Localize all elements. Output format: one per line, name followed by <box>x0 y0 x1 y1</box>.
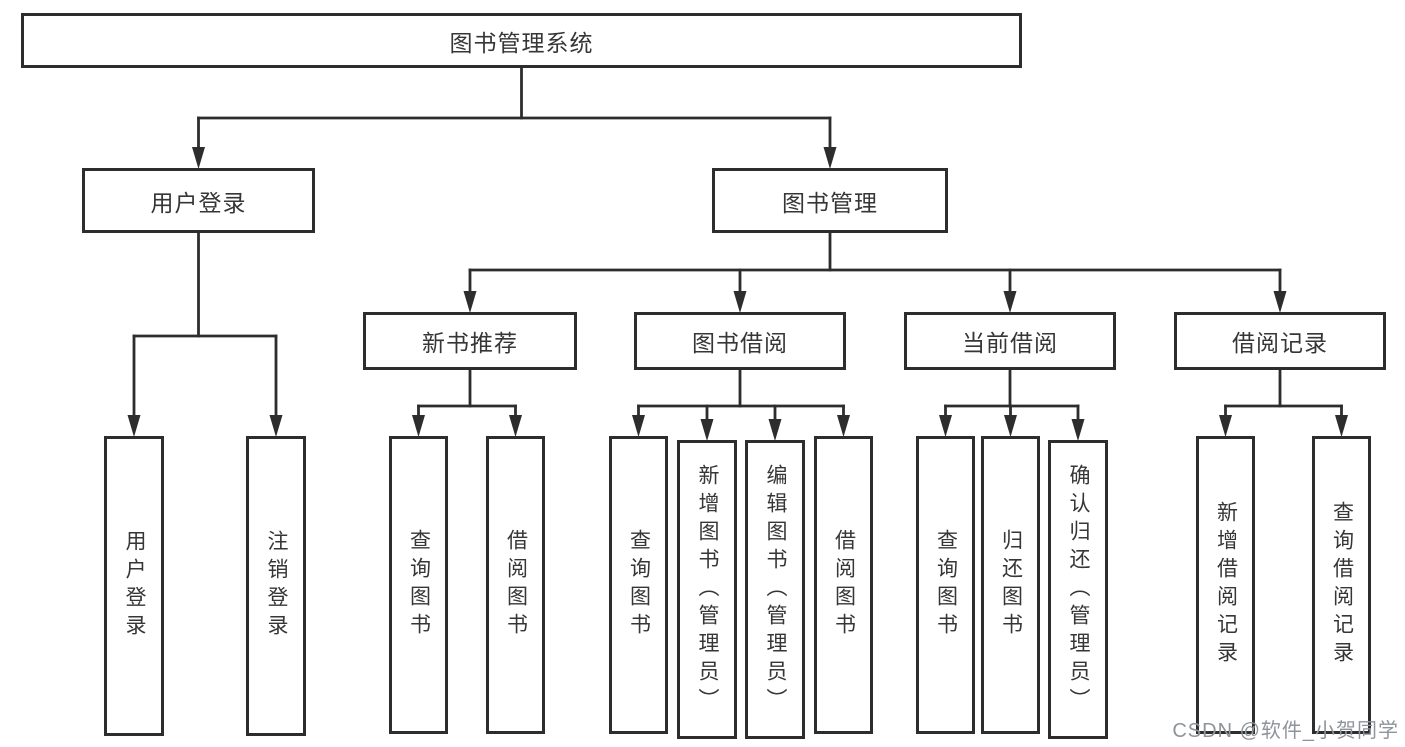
arrowhead-icon <box>823 147 837 169</box>
node-label: 查询图书 <box>407 529 431 641</box>
node-leaf-add-borrow-record: 新增借阅记录 <box>1196 436 1255 734</box>
node-label: 图书管理 <box>782 189 878 216</box>
arrowhead-icon <box>700 419 714 441</box>
watermark: CSDN @软件_小贺同学 <box>1172 720 1399 742</box>
node-new-book-recommend: 新书推荐 <box>363 312 577 370</box>
node-leaf-query-book-recommend: 查询图书 <box>389 436 448 734</box>
node-label: 查询借阅记录 <box>1330 501 1354 669</box>
arrowhead-icon <box>1335 415 1348 437</box>
node-label: 归还图书 <box>999 529 1023 641</box>
node-user-login: 用户登录 <box>82 168 315 233</box>
node-current-borrowing: 当前借阅 <box>904 312 1116 370</box>
arrowhead-icon <box>463 291 477 313</box>
node-leaf-query-book-current: 查询图书 <box>916 436 975 734</box>
node-label: 新增借阅记录 <box>1214 501 1238 669</box>
node-leaf-query-borrow-record: 查询借阅记录 <box>1312 436 1371 734</box>
node-leaf-query-book-borrowing: 查询图书 <box>609 436 668 734</box>
arrowhead-icon <box>1219 415 1232 437</box>
arrowhead-icon <box>1004 415 1017 437</box>
node-leaf-borrow-book-recommend: 借阅图书 <box>486 436 545 734</box>
node-label: 查询图书 <box>627 529 651 641</box>
node-label: 图书管理系统 <box>449 29 594 56</box>
node-label: 当前借阅 <box>962 330 1058 356</box>
node-label: 借阅记录 <box>1232 330 1328 356</box>
node-label: 新书推荐 <box>422 330 518 356</box>
node-label: 确认归还（管理员） <box>1067 463 1091 716</box>
arrowhead-icon <box>412 415 425 437</box>
node-leaf-logout: 注销登录 <box>246 436 306 736</box>
node-label: 新增图书（管理员） <box>696 463 720 716</box>
arrowhead-icon <box>192 147 205 169</box>
arrowhead-icon <box>509 415 522 437</box>
node-leaf-user-login: 用户登录 <box>104 436 164 736</box>
node-leaf-return-book: 归还图书 <box>981 436 1040 734</box>
node-leaf-confirm-return: 确认归还（管理员） <box>1048 440 1108 739</box>
arrowhead-icon <box>1003 291 1017 313</box>
node-label: 注销登录 <box>265 530 289 642</box>
node-label: 编辑图书（管理员） <box>764 463 788 716</box>
arrowhead-icon <box>837 415 850 437</box>
node-leaf-edit-book: 编辑图书（管理员） <box>745 440 805 739</box>
node-label: 图书借阅 <box>692 330 788 356</box>
node-label: 借阅图书 <box>504 529 528 641</box>
arrowhead-icon <box>768 419 782 441</box>
arrowhead-icon <box>632 415 645 437</box>
node-leaf-borrow-book-borrowing: 借阅图书 <box>814 436 873 734</box>
arrowhead-icon <box>269 415 283 437</box>
arrowhead-icon <box>939 415 952 437</box>
node-label: 查询图书 <box>934 529 958 641</box>
node-root: 图书管理系统 <box>21 13 1022 68</box>
arrowhead-icon <box>1273 291 1287 313</box>
arrowhead-icon <box>1071 419 1085 441</box>
node-book-borrowing: 图书借阅 <box>634 312 846 370</box>
node-label: 用户登录 <box>150 189 247 216</box>
node-book-management: 图书管理 <box>712 168 948 233</box>
node-leaf-add-book: 新增图书（管理员） <box>677 440 737 739</box>
node-label: 用户登录 <box>123 530 147 642</box>
node-label: 借阅图书 <box>832 529 856 641</box>
arrowhead-icon <box>127 415 141 437</box>
node-borrowing-records: 借阅记录 <box>1174 312 1386 370</box>
arrowhead-icon <box>733 291 747 313</box>
